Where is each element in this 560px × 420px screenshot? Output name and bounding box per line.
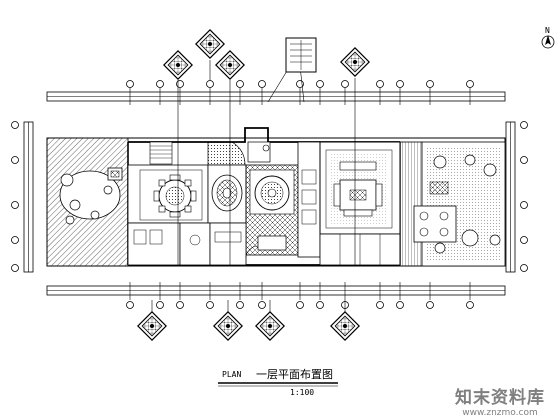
left-dimension-bar <box>11 121 34 273</box>
compass-label: N <box>545 26 550 35</box>
entry-hall <box>207 141 247 224</box>
dining-room <box>127 141 209 224</box>
right-dimension-bar <box>505 121 528 273</box>
drawing-scale: 1:100 <box>290 388 315 397</box>
title-underline <box>218 382 338 387</box>
watermark-text: 知末资料库 <box>455 388 545 408</box>
top-dimension-bar <box>46 80 506 105</box>
drawing-title: 一层平面布置图 <box>256 368 333 381</box>
section-markers-top <box>163 29 370 265</box>
north-arrow-icon <box>541 35 555 49</box>
watermark-url: www.znzmo.com <box>462 408 538 418</box>
living-room <box>319 141 401 266</box>
service-rooms <box>127 222 259 266</box>
section-markers-bottom <box>137 300 360 341</box>
corridor <box>297 141 321 258</box>
living-hall <box>245 141 299 256</box>
wood-deck <box>399 141 423 267</box>
plan-label: PLAN <box>222 370 242 379</box>
right-garden <box>413 141 506 267</box>
left-garden <box>46 137 129 267</box>
watermark: 知末资料库 www.znzmo.com <box>440 383 560 418</box>
bottom-dimension-bar <box>46 282 506 309</box>
